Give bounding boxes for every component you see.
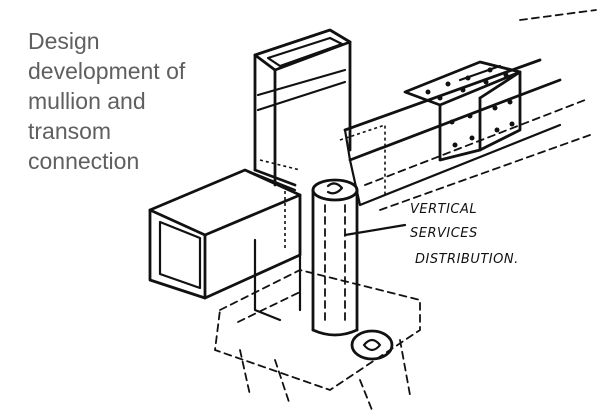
caption-line: mullion and bbox=[28, 88, 146, 114]
caption-line: transom bbox=[28, 118, 112, 144]
mullion-post bbox=[253, 28, 352, 322]
caption-line: Design bbox=[28, 28, 100, 54]
annotation-line: VERTICAL bbox=[410, 202, 477, 217]
transom-beam-left bbox=[148, 168, 302, 300]
service-pipe bbox=[311, 178, 359, 337]
caption-line: development of bbox=[28, 58, 186, 84]
annotation-line: DISTRIBUTION. bbox=[415, 252, 519, 267]
service-outlet bbox=[350, 329, 394, 361]
cover-plate-top bbox=[403, 60, 522, 162]
transom-beam-right bbox=[339, 9, 597, 211]
annotation-label: VERTICAL SERVICES DISTRIBUTION. bbox=[410, 202, 519, 267]
diagram-caption: Design development of mullion and transo… bbox=[28, 26, 228, 176]
annotation-leader-line bbox=[343, 223, 407, 237]
annotation-line: SERVICES bbox=[410, 226, 478, 241]
caption-line: connection bbox=[28, 148, 140, 174]
